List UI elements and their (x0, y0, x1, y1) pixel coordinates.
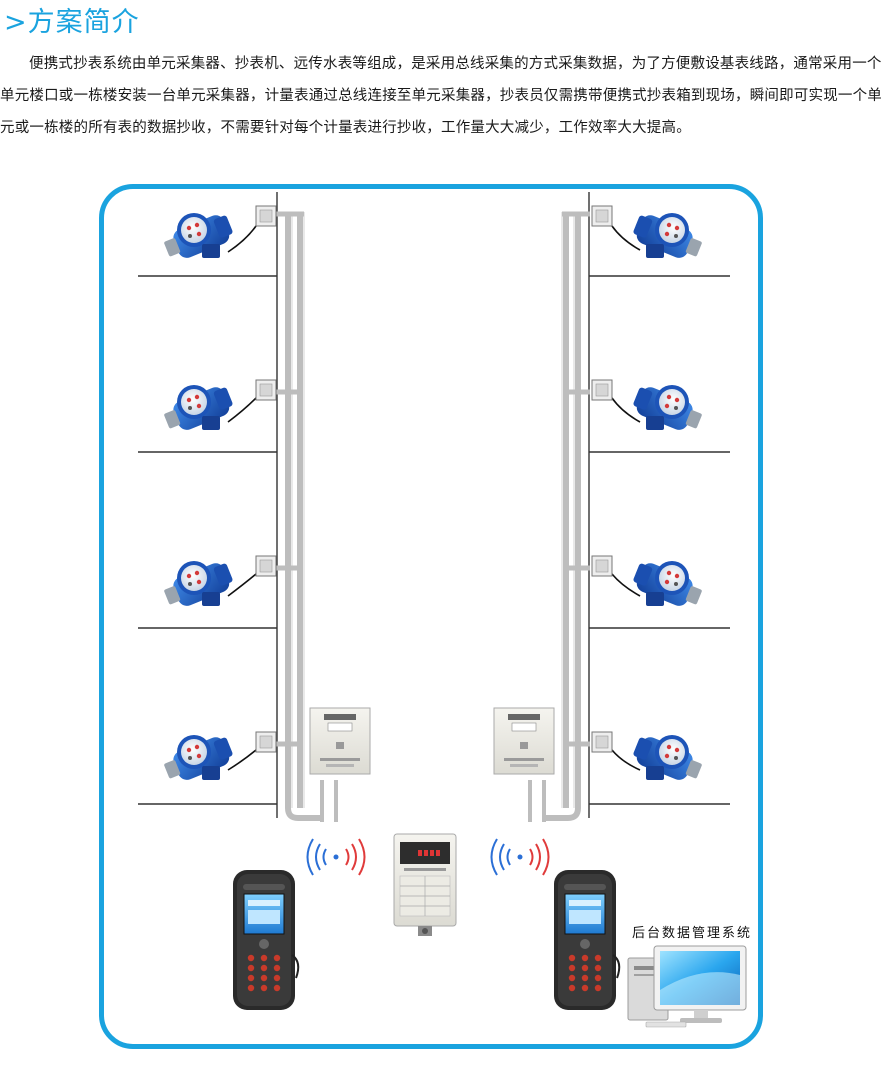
backend-system-label: 后台数据管理系统 (632, 926, 753, 941)
water-meter-icon (163, 384, 234, 433)
bus-wire (227, 225, 257, 253)
water-meter-icon (163, 734, 234, 783)
left-building (138, 192, 371, 822)
wireless-signal-icon (490, 838, 550, 876)
handheld-strap (291, 954, 300, 979)
water-meter-icon (632, 384, 703, 433)
title-marker: > (4, 7, 28, 38)
junction-box (591, 379, 613, 401)
junction-box (255, 379, 277, 401)
computer-icon (627, 945, 747, 1028)
unit-collector-icon (309, 707, 371, 775)
left-bus-wires (227, 225, 257, 771)
bus-wire (227, 749, 257, 771)
title-text: 方案简介 (27, 7, 140, 38)
junction-box (255, 555, 277, 577)
diagram-frame (99, 184, 763, 1049)
junction-box (591, 731, 613, 753)
intro-paragraph: 便携式抄表系统由单元采集器、抄表机、远传水表等组成，是采用总线采集的方式采集数据… (0, 56, 882, 136)
wireless-signal-icon (306, 838, 366, 876)
water-meter-icon (632, 212, 703, 261)
bus-wire (611, 225, 641, 251)
riser-bottom-bend (285, 807, 322, 821)
handheld-reader-icon (553, 869, 617, 1011)
junction-box (255, 205, 277, 227)
junction-box (591, 555, 613, 577)
bus-wire (611, 397, 641, 423)
unit-collector-icon (493, 707, 555, 775)
water-meter-icon (163, 212, 234, 261)
handheld-reader-icon (232, 869, 296, 1011)
water-meter-icon (632, 734, 703, 783)
right-floor-lines (588, 192, 730, 818)
right-bus-wires (611, 225, 641, 771)
water-meter-icon (163, 560, 234, 609)
junction-box (255, 731, 277, 753)
junction-box (591, 205, 613, 227)
bus-wire (227, 573, 257, 597)
water-meter-icon (632, 560, 703, 609)
handheld-strap (612, 954, 621, 979)
bus-wire (611, 573, 641, 597)
section-title: >方案简介 (4, 0, 140, 39)
left-pipes (276, 211, 338, 822)
left-floor-lines (138, 192, 278, 818)
riser-bottom-bend (544, 807, 581, 821)
bus-wire (227, 397, 257, 423)
right-pipes (528, 211, 590, 822)
right-building (493, 192, 730, 822)
bus-wire (611, 749, 641, 771)
portable-reader-box-icon (393, 833, 457, 936)
